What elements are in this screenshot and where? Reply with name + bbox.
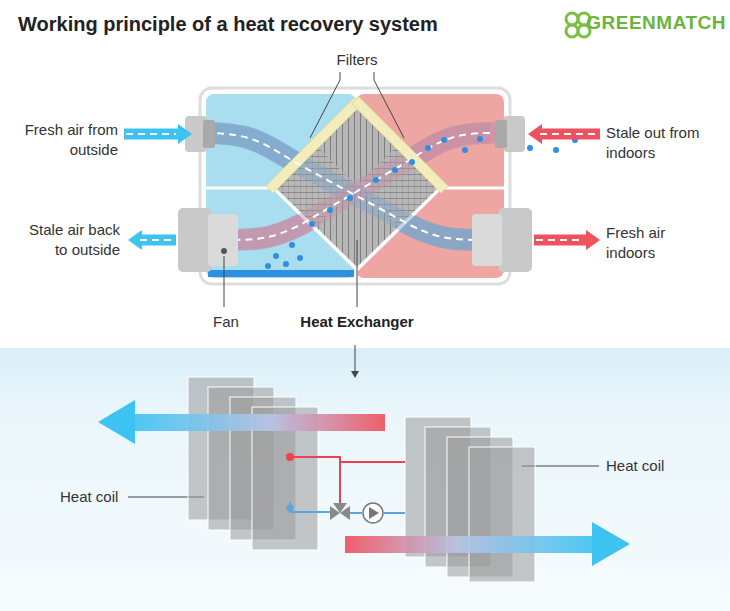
title: Working principle of a heat recovery sys… [18, 11, 438, 37]
airflow-label: Fresh air from outside [18, 120, 118, 160]
filter [266, 97, 448, 193]
arrow-head [351, 371, 359, 378]
airflow-arrow [124, 124, 600, 250]
part-label: Heat coil [60, 487, 118, 507]
pipe-joint [286, 453, 294, 461]
fan [178, 208, 532, 272]
part-label: Filters [337, 50, 378, 70]
heat-coil [188, 377, 318, 550]
flow-line [205, 133, 490, 240]
pipe-joint [287, 505, 294, 512]
airflow-arrow [98, 400, 630, 566]
heat-coil [405, 417, 535, 582]
heat-exchanger [205, 98, 490, 272]
pipe [290, 457, 405, 513]
part-label: Heat Exchanger [300, 312, 413, 332]
part-label: Fan [213, 312, 239, 332]
pump [363, 503, 383, 523]
logo-text: GREENMATCH [586, 13, 726, 33]
valve [330, 503, 350, 520]
airflow-label: Stale out from indoors [606, 123, 718, 163]
duct-port [185, 116, 525, 152]
airflow-label: Fresh air indoors [606, 223, 690, 263]
housing [200, 88, 510, 284]
background-band [0, 348, 730, 611]
part-label: Heat coil [606, 456, 664, 476]
airflow-label: Stale air back to outside [14, 220, 120, 260]
